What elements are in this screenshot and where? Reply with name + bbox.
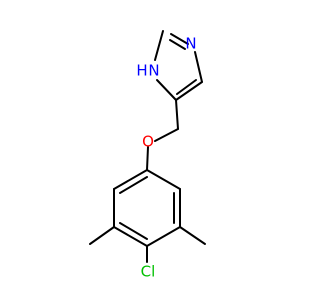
bond-c2-n3-double [169,39,186,50]
bond-ar4-ar5 [113,226,148,247]
molecule-canvas: N H N O Cl [89,30,206,281]
bond-c5-ch2 [175,99,179,130]
bond-ar6-ar1 [113,169,148,190]
bond-ar3-methyl [179,226,206,245]
nitrogen-n1-label: N [148,62,159,80]
bond-c5-n1 [156,79,177,101]
bond-ar6-ar1-inner [119,176,148,194]
bond-c4-c5-double [176,79,197,95]
bond-ch2-o [154,128,179,142]
chlorine-label: Cl [141,263,156,281]
bond-c2-n3 [170,33,189,45]
oxygen-label: O [142,133,154,151]
bond-c4-c5 [175,81,203,101]
bond-ar3-ar4 [146,226,181,247]
nitrogen-n1-hydrogen-label: H [136,62,147,80]
bond-o-ar1 [146,146,149,171]
bond-ar1-ar2 [146,169,181,190]
nitrogen-n3-label: N [185,35,196,53]
bond-n1-c2 [154,30,164,61]
structure-diagram: N H N O Cl [89,30,206,281]
bond-ar4-ar5-inner [119,222,148,240]
bond-ar5-methyl [89,226,115,245]
bond-n3-c4 [194,51,203,83]
